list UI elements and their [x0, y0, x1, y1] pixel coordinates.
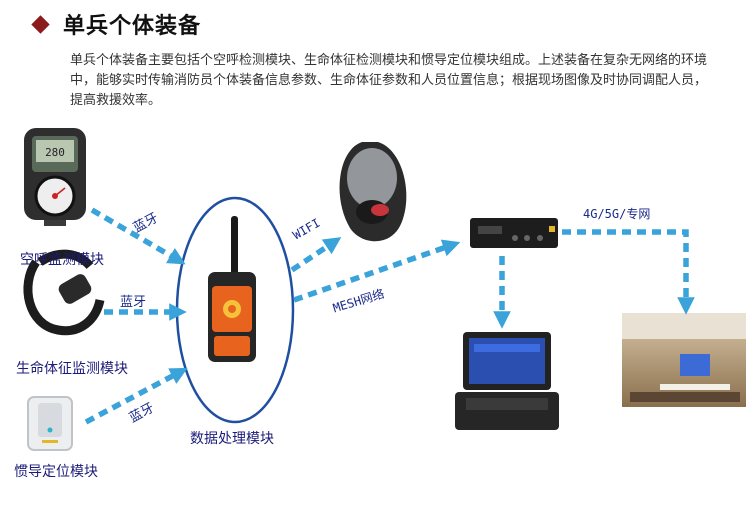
vital-module-label: 生命体征监测模块 [16, 361, 128, 377]
gateway-device-image [470, 218, 558, 248]
inertial-module-label: 惯导定位模块 [14, 464, 98, 480]
processor-device-image [208, 216, 256, 362]
page-title: 单兵个体装备 [63, 14, 202, 39]
processor-module-label: 数据处理模块 [190, 431, 274, 447]
arrow-inertial-to-processor [84, 367, 188, 425]
cellular-label: 4G/5G/专网 [583, 207, 651, 221]
arrow-processor-to-gateway [293, 239, 461, 303]
bluetooth-label-2: 蓝牙 [120, 295, 147, 310]
title-row: 单兵个体装备 [31, 8, 202, 40]
inertial-device-image [27, 396, 73, 451]
arrow-gateway-to-command-room [562, 229, 695, 315]
arrow-air-to-processor [90, 207, 186, 265]
command-room-image [622, 313, 746, 407]
air-monitor-device-image: 280 [24, 128, 86, 226]
description-paragraph: 单兵个体装备主要包括个空呼检测模块、生命体征检测模块和惯导定位模块组成。上述装备… [70, 53, 708, 108]
air-module-label: 空呼监测模块 [20, 252, 104, 268]
gauge-reading: 280 [45, 146, 65, 159]
laptop-terminal-image [455, 332, 559, 430]
vital-strap-image [23, 249, 105, 336]
arrow-processor-to-mask [290, 237, 342, 273]
mask-image [339, 142, 407, 242]
